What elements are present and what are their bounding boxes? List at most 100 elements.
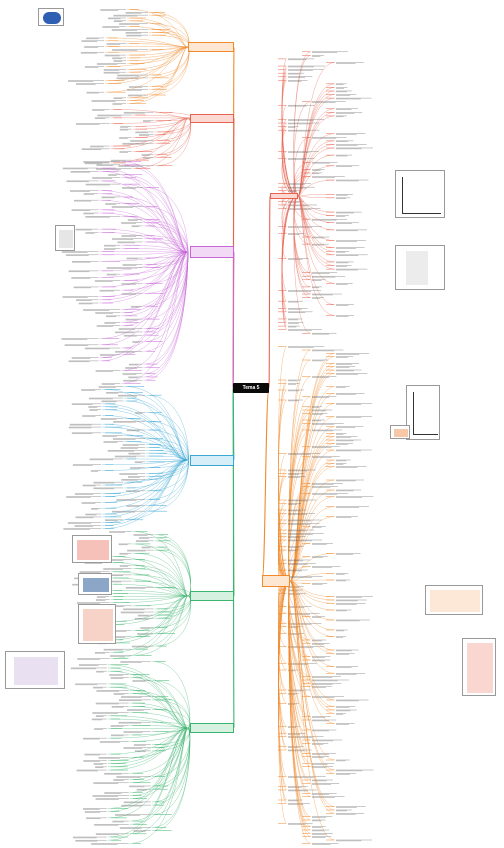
connector-line: [154, 117, 191, 166]
connector-line: [121, 216, 189, 253]
connector-line: [110, 584, 189, 597]
connector-line: [99, 251, 189, 272]
connector-line: [126, 46, 189, 73]
connector-line: [104, 46, 189, 67]
image-thumbnail: [55, 225, 75, 251]
branch-topic-2[interactable]: [190, 114, 234, 123]
connector-line: [129, 727, 189, 758]
connector-line: [154, 587, 191, 597]
image-thumbnail: [425, 585, 483, 615]
connector-line: [102, 459, 189, 465]
connector-line: [99, 251, 189, 278]
connector-line: [132, 595, 189, 631]
connector-line: [110, 117, 189, 150]
connector-line: [151, 727, 191, 831]
image-thumbnail: [390, 425, 410, 439]
connector-line: [297, 194, 336, 197]
branch-topic-4[interactable]: [190, 455, 234, 466]
image-thumbnail: [395, 245, 445, 290]
image-thumbnail: [72, 535, 112, 563]
connector-line: [107, 727, 189, 729]
connector-line: [151, 727, 191, 790]
connector-line: [102, 459, 189, 471]
connector-line: [289, 580, 336, 604]
connector-line: [288, 526, 312, 582]
connector-line: [289, 580, 336, 811]
connector-line: [289, 580, 336, 621]
connector-line: [107, 727, 189, 764]
connector-line: [121, 251, 189, 326]
branch-topic-6[interactable]: [190, 723, 234, 733]
connector-line: [132, 117, 189, 152]
connector-line: [289, 553, 336, 582]
connector-line: [154, 549, 191, 597]
connector-line: [110, 117, 189, 124]
connector-line: [110, 595, 189, 644]
connector-line: [99, 251, 189, 255]
connector-line: [297, 195, 336, 213]
connector-line: [143, 241, 189, 253]
connector-line: [297, 97, 336, 197]
connector-line: [124, 441, 189, 461]
connector-line: [110, 593, 189, 597]
connector-line: [278, 346, 291, 582]
connector-line: [146, 459, 189, 512]
connector-line: [107, 683, 189, 729]
connector-line: [132, 117, 189, 161]
connector-line: [107, 727, 189, 809]
connector-line: [154, 534, 191, 597]
connector-line: [99, 251, 189, 262]
connector-line: [261, 387, 270, 582]
connector-line: [102, 459, 189, 515]
connector-line: [281, 195, 299, 291]
connector-line: [132, 595, 189, 650]
connector-line: [107, 727, 189, 739]
connector-line: [121, 251, 189, 291]
connector-line: [143, 251, 189, 329]
connector-line: [126, 26, 189, 48]
connector-line: [278, 580, 291, 737]
connector-line: [129, 712, 189, 729]
connector-line: [289, 580, 336, 724]
connector-line: [110, 109, 189, 119]
branch-topic-1[interactable]: [188, 42, 234, 52]
connector-line: [104, 46, 189, 84]
connector-line: [129, 727, 189, 774]
connector-line: [148, 46, 190, 79]
connector-line: [132, 117, 189, 138]
branch-topic-7[interactable]: [270, 193, 298, 199]
branch-topic-8[interactable]: [262, 575, 290, 587]
connector-line: [297, 195, 336, 198]
connector-line: [99, 251, 189, 288]
connector-line: [278, 580, 291, 791]
connector-line: [297, 115, 336, 197]
connector-line: [129, 727, 189, 822]
branch-topic-3[interactable]: [190, 246, 234, 258]
connector-line: [151, 680, 190, 729]
connector-line: [232, 387, 235, 729]
connector-line: [154, 546, 191, 597]
connector-line: [104, 46, 189, 53]
connector-line: [154, 595, 191, 647]
connector-line: [289, 580, 336, 774]
connector-line: [102, 432, 189, 461]
connector-line: [110, 556, 189, 597]
connector-line: [124, 397, 189, 461]
connector-line: [124, 418, 189, 461]
connector-line: [154, 117, 191, 155]
connector-line: [99, 200, 189, 253]
image-thumbnail: [406, 385, 440, 440]
connector-line: [121, 203, 189, 253]
connector-line: [110, 562, 189, 597]
connector-line: [281, 105, 299, 197]
connector-line: [154, 540, 191, 597]
image-thumbnail: [5, 651, 65, 689]
connector-line: [129, 727, 189, 742]
connector-line: [104, 40, 189, 48]
branch-topic-5[interactable]: [190, 591, 234, 601]
connector-line: [281, 195, 299, 330]
connector-line: [129, 727, 189, 825]
root-node[interactable]: Tema 5: [233, 383, 269, 393]
